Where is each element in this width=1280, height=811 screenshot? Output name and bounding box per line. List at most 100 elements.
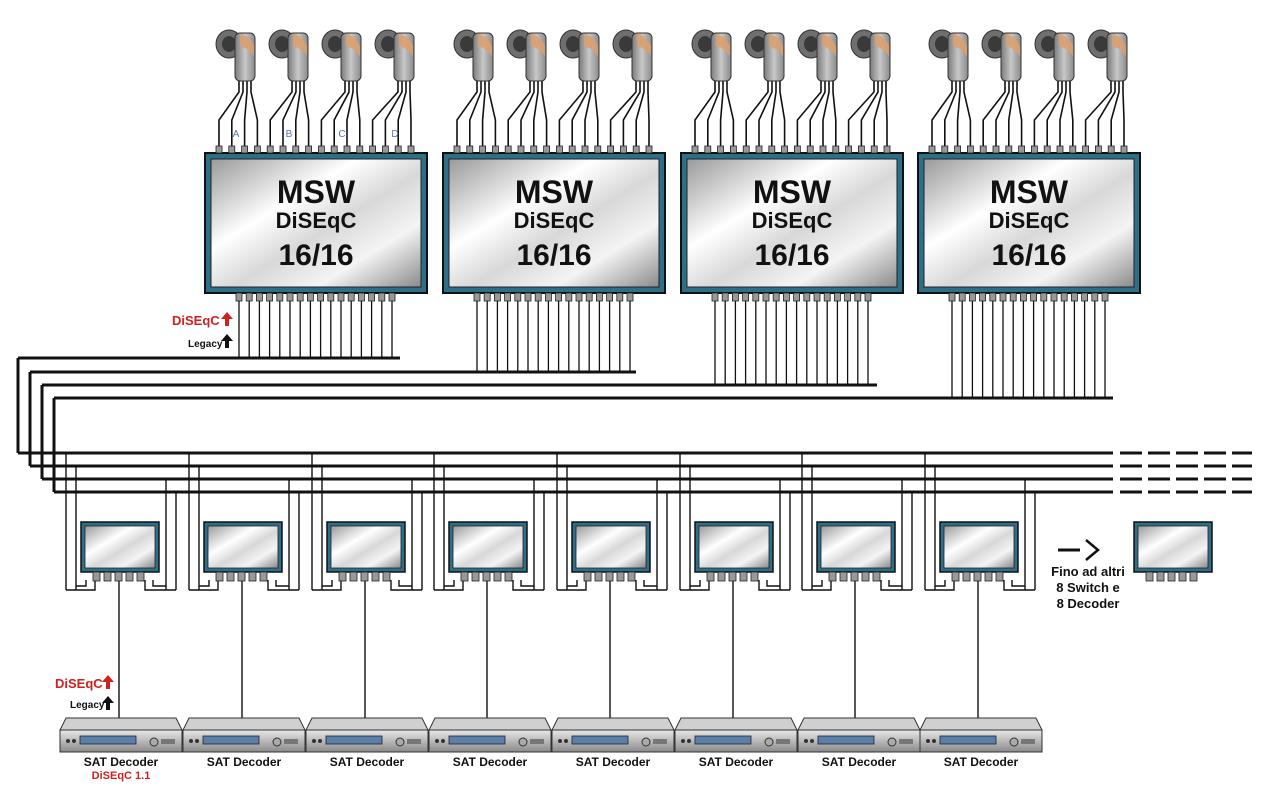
output-connector xyxy=(347,292,355,302)
sub-switch-connector xyxy=(1156,571,1165,582)
sub-switch-connector xyxy=(1145,571,1154,582)
output-connector xyxy=(948,292,956,302)
lnb-group-letter: D xyxy=(391,129,398,140)
sub-switch-connector xyxy=(460,571,469,582)
sub-switch-connector xyxy=(226,571,235,582)
lnb-icon xyxy=(321,29,362,82)
output-connector xyxy=(606,292,613,302)
output-connector xyxy=(721,292,729,302)
input-connector xyxy=(717,145,724,154)
output-connector xyxy=(772,292,780,302)
input-connector xyxy=(594,145,602,154)
sub-switch-connector xyxy=(728,571,737,582)
input-connector xyxy=(832,145,840,154)
output-connector xyxy=(958,292,966,302)
legend-top-diseqc: DiSEqC xyxy=(172,313,220,328)
input-connector xyxy=(581,145,589,154)
input-connector xyxy=(356,145,364,154)
lnb-icon xyxy=(215,29,256,82)
output-connector xyxy=(473,292,481,302)
legend-top: DiSEqC Legacy xyxy=(172,312,233,350)
sub-switch-connector xyxy=(739,571,748,582)
input-connector xyxy=(954,145,961,154)
input-connector xyxy=(1043,145,1051,154)
input-connector xyxy=(607,145,614,154)
multiswitch-ports: 16/16 xyxy=(516,239,591,272)
decoder-display xyxy=(571,735,629,745)
sub-switch-connector xyxy=(605,571,614,582)
output-connector xyxy=(504,292,512,302)
sub-switch-4 xyxy=(448,521,528,582)
input-connector xyxy=(691,145,699,154)
sub-switch-panel xyxy=(943,525,1015,569)
input-connector xyxy=(1120,145,1128,154)
sub-switch-connector xyxy=(995,571,1004,582)
sub-switch-connector xyxy=(1189,571,1198,582)
input-connector xyxy=(253,145,261,154)
lnb-icon xyxy=(506,29,547,82)
sub-switch-connector xyxy=(92,571,101,582)
input-connector xyxy=(967,145,974,154)
legend-bottom: DiSEqC Legacy xyxy=(55,675,114,711)
output-connector xyxy=(813,292,821,302)
input-connector xyxy=(883,145,891,154)
sub-switch-connector xyxy=(338,571,347,582)
sub-switch-8 xyxy=(939,521,1019,582)
multiswitch-panel xyxy=(210,158,422,288)
decoder-display xyxy=(79,735,137,745)
sub-switch-7 xyxy=(816,521,896,582)
output-connector xyxy=(378,292,386,302)
cable-layer xyxy=(16,81,1252,718)
input-connector xyxy=(870,145,878,154)
input-connector xyxy=(279,145,287,154)
output-connector xyxy=(337,292,345,302)
sat-decoder-4: SAT Decoder xyxy=(428,717,552,769)
output-connector xyxy=(1071,292,1078,302)
sub-switch-connector xyxy=(103,571,112,582)
multiswitch-panel xyxy=(923,158,1135,288)
lnb-icon xyxy=(744,29,785,82)
output-connector xyxy=(1040,292,1048,302)
decoder-display xyxy=(817,735,875,745)
lnb-icon xyxy=(691,29,732,82)
lnb-icon xyxy=(928,29,969,82)
sub-switch-connector xyxy=(215,571,224,582)
sub-switch-connector xyxy=(237,571,246,582)
output-connector xyxy=(1091,292,1099,302)
sub-switch-panel xyxy=(452,525,524,569)
output-connector xyxy=(255,292,263,302)
sub-switch-connector xyxy=(493,571,502,582)
sub-switch-connector xyxy=(349,571,358,582)
lnb-icon xyxy=(1034,29,1075,82)
input-connector xyxy=(1031,145,1038,154)
sub-switch-connector xyxy=(828,571,837,582)
sat-decoder-8: SAT Decoder xyxy=(919,717,1043,769)
sub-switch-connector xyxy=(984,571,993,582)
multiswitch-ports: 16/16 xyxy=(991,239,1066,272)
sub-switch-connector xyxy=(861,571,870,582)
output-connector xyxy=(752,292,760,302)
output-connector xyxy=(1050,292,1058,302)
multiswitch-title: MSW xyxy=(990,174,1069,210)
multiswitch-ports: 16/16 xyxy=(278,239,353,272)
decoder-display xyxy=(448,735,506,745)
sub-switch-5 xyxy=(571,521,651,582)
output-connector xyxy=(286,292,294,302)
multiswitch-layer: MSWDiSEqC16/16MSWDiSEqC16/16MSWDiSEqC16/… xyxy=(204,145,1141,302)
multiswitch-protocol: DiSEqC xyxy=(514,208,595,233)
lnb-icon xyxy=(850,29,891,82)
lnb-icon xyxy=(374,29,415,82)
output-connector xyxy=(245,292,253,302)
output-connector xyxy=(388,292,396,302)
multiswitch-ports: 16/16 xyxy=(754,239,829,272)
input-connector xyxy=(1056,145,1064,154)
output-connector xyxy=(493,292,501,302)
input-connector xyxy=(543,145,550,154)
lnb-icon xyxy=(1087,29,1128,82)
output-connector xyxy=(844,292,851,302)
input-connector xyxy=(742,145,750,154)
input-connector xyxy=(228,145,236,154)
sub-switch-panel xyxy=(84,525,156,569)
